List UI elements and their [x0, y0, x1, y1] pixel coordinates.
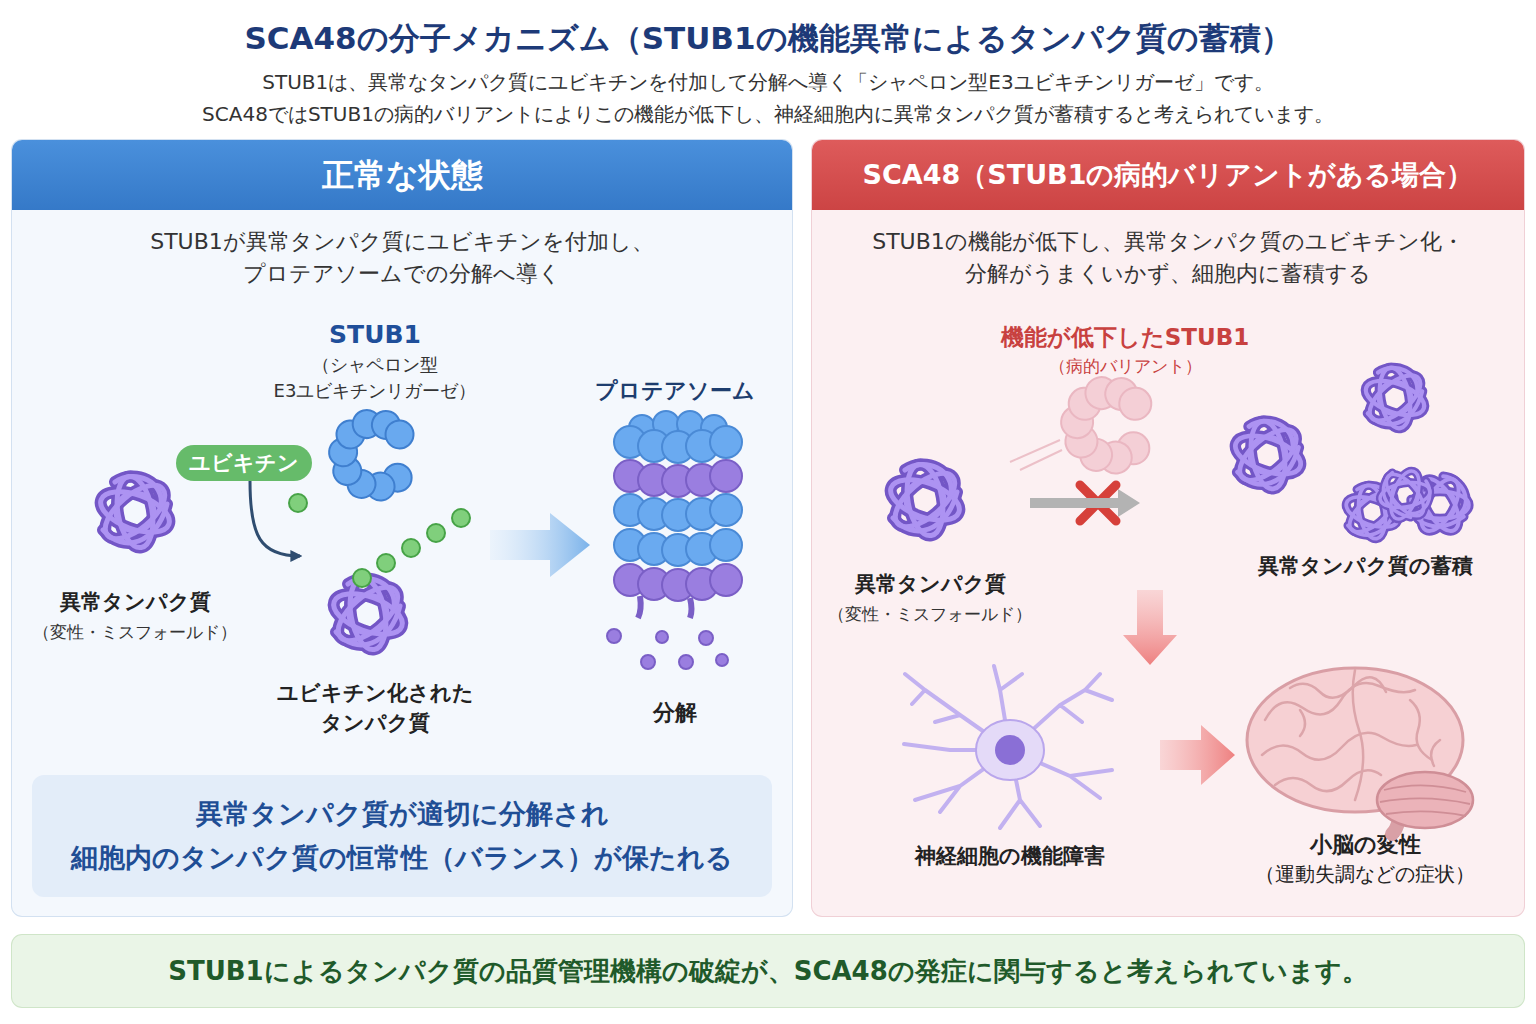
protein-knot [885, 462, 964, 539]
protein-node: ユビキチン化された タンパク質 [300, 510, 490, 740]
proteasome-node: プロテアソーム分解 [590, 375, 760, 725]
node-heading: 神経細胞の機能障害 [880, 842, 1140, 870]
connector-arrow [1160, 725, 1235, 785]
subtitle: STUB1は、異常なタンパク質にユビキチンを付加して分解へ導く「シャペロン型E3… [193, 66, 1343, 130]
protein-knot [1342, 483, 1401, 541]
title: SCA48の分子メカニズム（STUB1の機能異常によるタンパク質の蓄積） [18, 16, 1518, 60]
neuron-node: 神経細胞の機能障害 [880, 665, 1160, 880]
protein-knot [1378, 467, 1432, 523]
node-heading: ユビキチン [176, 445, 312, 481]
conclusion-band: STUB1によるタンパク質の品質管理機構の破綻が、SCA48の発症に関与すると考… [12, 935, 1524, 1007]
aggregate-node: 異常タンパク質の蓄積 [1140, 355, 1500, 590]
node-heading: ユビキチン化された タンパク質 [260, 678, 490, 738]
stub1-shape [328, 407, 419, 503]
panel: 正常な状態 STUB1が異常タンパク質にユビキチンを付加し、 プロテアソームでの分… [12, 140, 792, 916]
faded-enzyme-node: 機能が低下したSTUB1（病的バリアント） [1000, 320, 1250, 470]
connector-arrow [250, 481, 300, 556]
node-text: （病的バリアント） [1000, 354, 1250, 378]
node-text: （シャペロン型 E3ユビキチンリガーゼ） [265, 352, 485, 404]
protein-knot [95, 474, 174, 551]
node-heading: 正常な状態 [12, 140, 792, 210]
node-text: 分解 [620, 698, 730, 728]
node-heading: プロテアソーム [580, 376, 770, 406]
faded-lines [1010, 440, 1062, 470]
connector-arrow [490, 513, 590, 577]
node-heading: 小脳の変性 [1235, 830, 1495, 860]
node-heading: 機能が低下したSTUB1 [1000, 322, 1250, 352]
proteasome-shape [607, 411, 742, 669]
connector-arrow [1030, 489, 1140, 517]
neuron-shape [904, 666, 1112, 828]
ubiquitin-chain [289, 494, 470, 587]
faded-stub1-shape [1060, 373, 1158, 476]
protein-node: 異常タンパク質（変性・ミスフォールド） [830, 440, 1030, 630]
node-text: （変性・ミスフォールド） [810, 602, 1050, 626]
panel: SCA48（STUB1の病的バリアントがある場合） STUB1の機能が低下し、異常… [812, 140, 1524, 916]
node-heading: 異常タンパク質が適切に分解され 細胞内のタンパク質の恒常性（バランス）が保たれる [32, 792, 772, 880]
protein-knot [1361, 365, 1428, 430]
brain-node: 小脳の変性（運動失調などの症状） [1235, 660, 1495, 900]
node-heading: STUB1によるタンパク質の品質管理機構の破綻が、SCA48の発症に関与すると考… [12, 935, 1524, 1007]
protein-knot [1396, 461, 1484, 549]
node-heading: 異常タンパク質 [15, 588, 255, 616]
node-heading: STUB1 [265, 320, 485, 350]
node-heading: 異常タンパク質の蓄積 [1215, 552, 1515, 580]
node-heading: SCA48（STUB1の病的バリアントがある場合） [812, 140, 1524, 210]
node-text: （変性・ミスフォールド） [15, 620, 255, 644]
protein-knot [1230, 419, 1305, 492]
node-text: STUB1が異常タンパク質にユビキチンを付加し、 プロテアソームでの分解へ導く [12, 226, 792, 290]
summary-box: 異常タンパク質が適切に分解され 細胞内のタンパク質の恒常性（バランス）が保たれる [32, 775, 772, 897]
ubiquitin-pill: ユビキチン [176, 445, 312, 481]
node-heading: 異常タンパク質 [810, 570, 1050, 598]
brain-shape [1247, 668, 1473, 834]
protein-knot [328, 576, 407, 653]
node-text: （運動失調などの症状） [1215, 860, 1515, 888]
connector-arrow [1123, 590, 1177, 665]
blocked-cross [1080, 485, 1116, 521]
node-text: STUB1の機能が低下し、異常タンパク質のユビキチン化・ 分解がうまくいかず、細… [812, 226, 1524, 290]
